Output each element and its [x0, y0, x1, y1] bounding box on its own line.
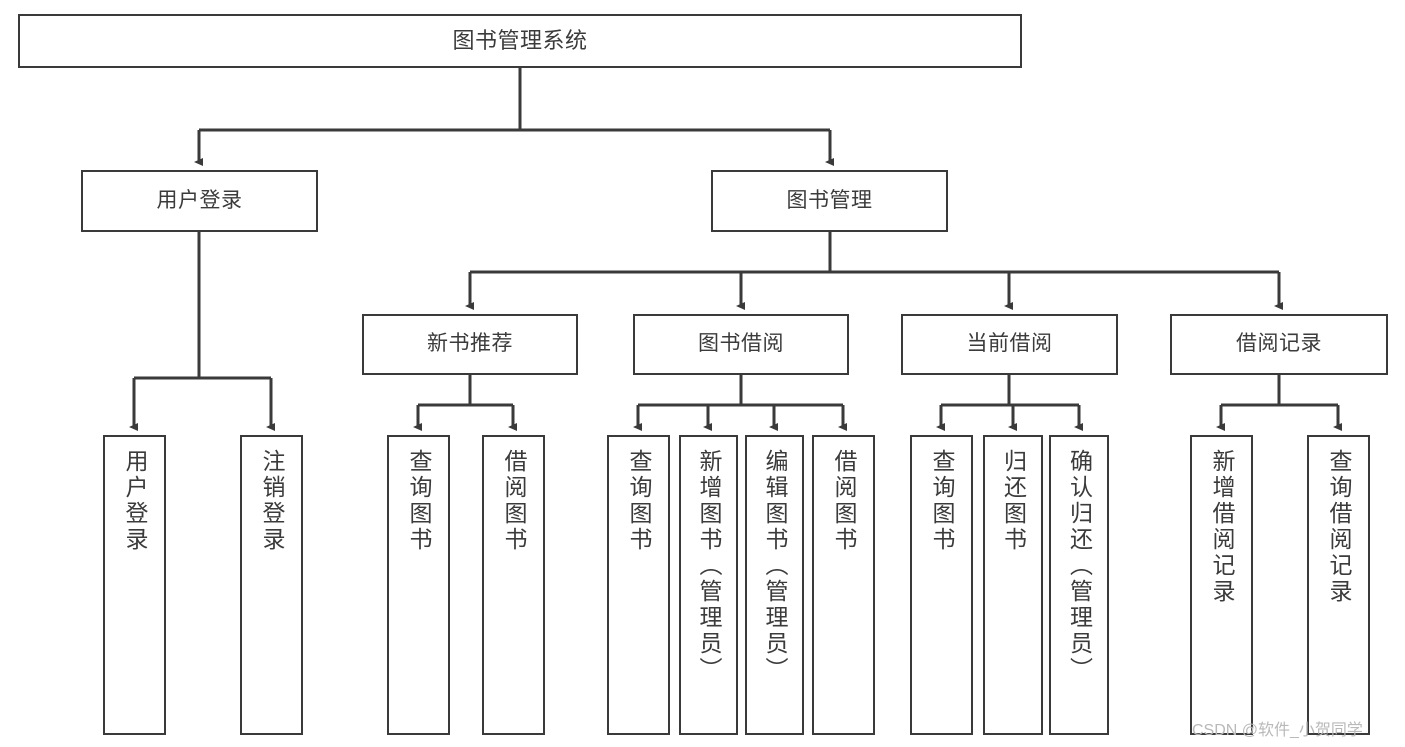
leaf-add-book[interactable]: 新增图书（管理员）: [679, 435, 738, 735]
leaf-confirm-return[interactable]: 确认归还（管理员）: [1049, 435, 1109, 735]
node-current-borrow[interactable]: 当前借阅: [901, 314, 1118, 375]
node-label: 查询图书: [406, 449, 432, 553]
leaf-query-borrow-record[interactable]: 查询借阅记录: [1307, 435, 1370, 735]
node-label: 查询图书: [626, 449, 652, 553]
node-label: 新书推荐: [427, 332, 513, 356]
node-user-login[interactable]: 用户登录: [81, 170, 318, 232]
node-label: 新增图书（管理员）: [696, 449, 722, 683]
watermark-text: CSDN @软件_小贺同学: [1192, 722, 1363, 739]
node-label: 查询图书: [929, 449, 955, 553]
node-label: 借阅图书: [501, 449, 527, 553]
node-label: 注销登录: [259, 449, 285, 553]
node-label: 查询借阅记录: [1326, 449, 1352, 605]
node-label: 新增借阅记录: [1209, 449, 1235, 605]
leaf-query-book-3[interactable]: 查询图书: [910, 435, 973, 735]
node-label: 图书管理: [786, 188, 873, 212]
node-label: 图书管理系统: [452, 28, 588, 54]
leaf-user-logout[interactable]: 注销登录: [240, 435, 303, 735]
leaf-query-book-2[interactable]: 查询图书: [607, 435, 670, 735]
leaf-query-book-1[interactable]: 查询图书: [387, 435, 450, 735]
node-new-book-recommend[interactable]: 新书推荐: [362, 314, 578, 375]
node-label: 归还图书: [1000, 449, 1027, 553]
leaf-user-login[interactable]: 用户登录: [103, 435, 166, 735]
node-label: 用户登录: [156, 188, 243, 212]
leaf-borrow-book-1[interactable]: 借阅图书: [482, 435, 545, 735]
node-book-management[interactable]: 图书管理: [711, 170, 948, 232]
node-label: 借阅记录: [1236, 332, 1322, 356]
leaf-edit-book[interactable]: 编辑图书（管理员）: [745, 435, 804, 735]
leaf-return-book[interactable]: 归还图书: [983, 435, 1043, 735]
node-label: 图书借阅: [698, 332, 784, 356]
node-label: 借阅图书: [831, 449, 857, 553]
leaf-add-borrow-record[interactable]: 新增借阅记录: [1190, 435, 1253, 735]
leaf-borrow-book-2[interactable]: 借阅图书: [812, 435, 875, 735]
node-book-borrow[interactable]: 图书借阅: [633, 314, 849, 375]
node-label: 确认归还（管理员）: [1066, 449, 1093, 683]
node-root-system[interactable]: 图书管理系统: [18, 14, 1022, 68]
node-label: 当前借阅: [966, 332, 1053, 356]
node-borrow-record[interactable]: 借阅记录: [1170, 314, 1388, 375]
node-label: 编辑图书（管理员）: [762, 449, 788, 683]
node-label: 用户登录: [122, 449, 148, 553]
